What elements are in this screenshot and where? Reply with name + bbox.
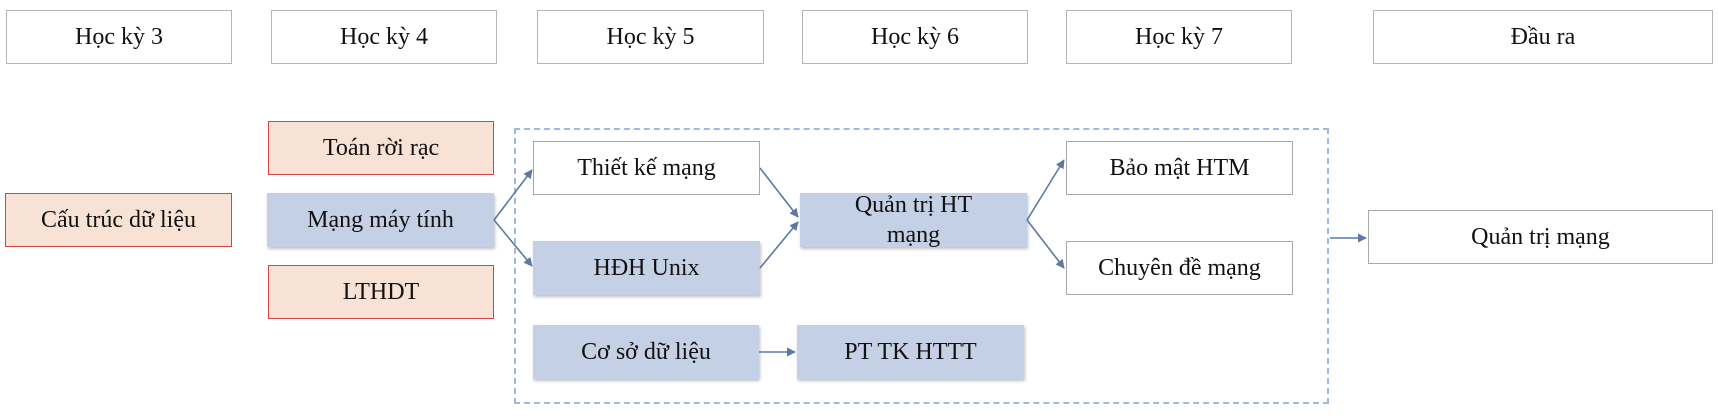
arrow-hdh-unix-to-quan-tri-ht-mang (759, 221, 799, 269)
course-lthdt: LTHDT (268, 265, 494, 319)
course-cau-truc-du-lieu: Cấu trúc dữ liệu (5, 193, 232, 247)
semester-5-header: Học kỳ 5 (537, 10, 764, 64)
arrow-quan-tri-ht-mang-to-bao-mat-htm (1026, 159, 1065, 221)
semester-7-header: Học kỳ 7 (1066, 10, 1292, 64)
course-pt-tk-httt: PT TK HTTT (797, 325, 1024, 379)
arrow-quan-tri-ht-mang-to-chuyen-de-mang (1026, 219, 1065, 269)
course-co-so-du-lieu: Cơ sở dữ liệu (533, 325, 759, 379)
semester-3-header: Học kỳ 3 (6, 10, 232, 64)
semester-6-header: Học kỳ 6 (802, 10, 1028, 64)
course-thiet-ke-mang: Thiết kế mạng (533, 141, 760, 195)
arrow-mang-may-tinh-to-hdh-unix (493, 219, 533, 267)
arrow-thiet-ke-mang-to-quan-tri-ht-mang (759, 167, 799, 218)
output-header: Đầu ra (1373, 10, 1713, 64)
course-hdh-unix: HĐH Unix (533, 241, 760, 295)
output-quan-tri-mang: Quản trị mạng (1368, 210, 1713, 264)
course-quan-tri-ht-mang: Quản trị HT mạng (800, 192, 1027, 248)
course-toan-roi-rac: Toán rời rạc (268, 121, 494, 175)
arrow-mang-may-tinh-to-thiet-ke-mang (493, 169, 533, 221)
course-bao-mat-htm: Bảo mật HTM (1066, 141, 1293, 195)
course-group-frame (514, 128, 1329, 404)
course-mang-may-tinh: Mạng máy tính (267, 193, 494, 247)
semester-4-header: Học kỳ 4 (271, 10, 497, 64)
course-chuyen-de-mang: Chuyên đề mạng (1066, 241, 1293, 295)
